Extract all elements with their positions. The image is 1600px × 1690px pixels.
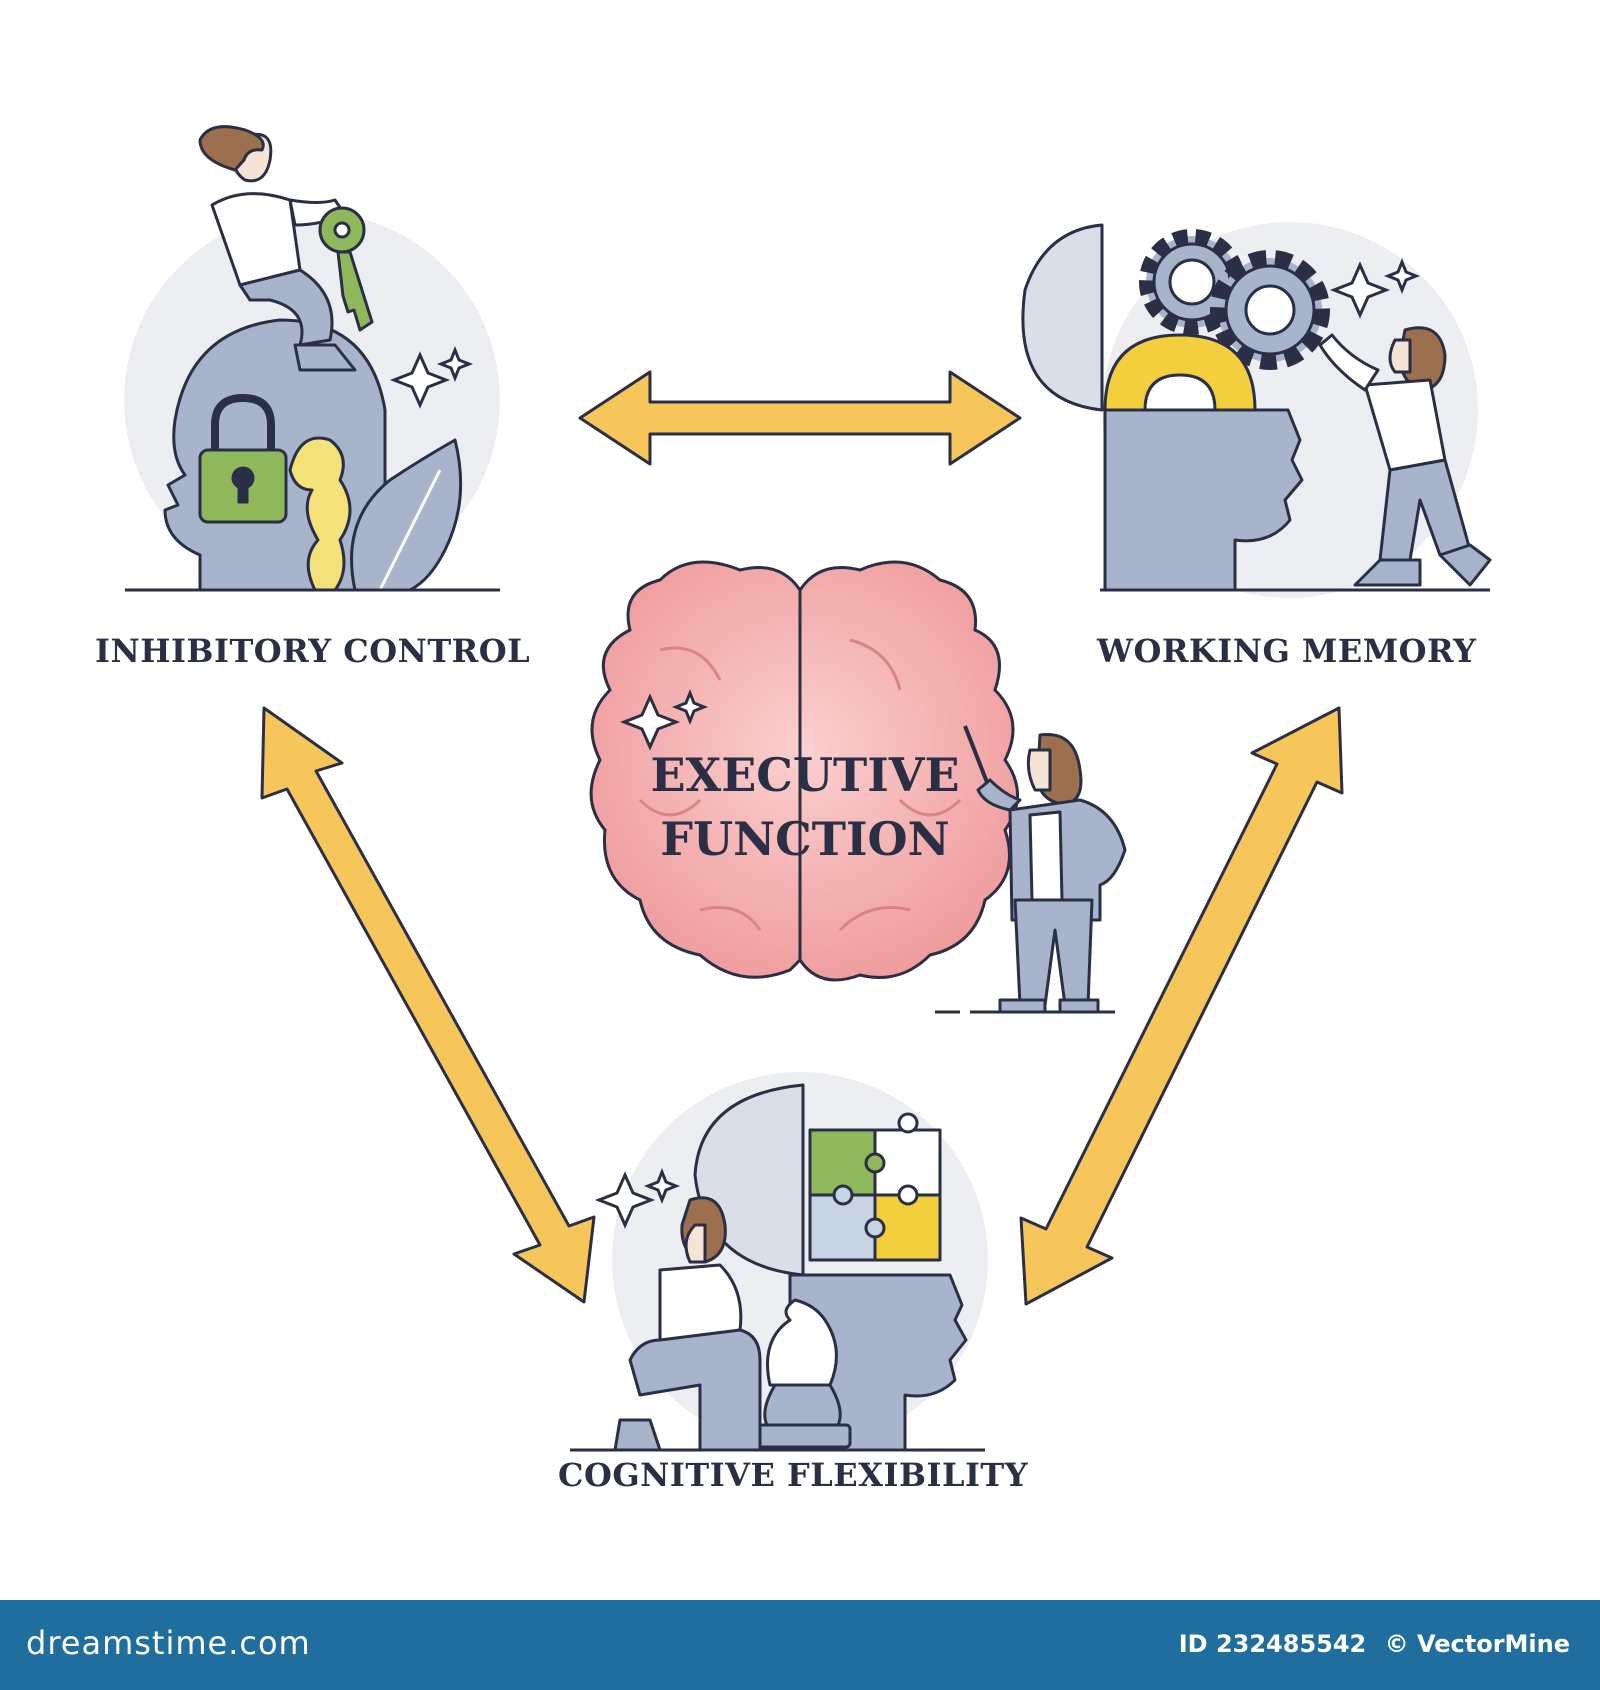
center-title-line1: EXECUTIVE [650,748,960,802]
sparkle-icon [594,1167,681,1229]
head-gears-icon [1021,223,1490,592]
arrow-inhibitory-memory [578,370,1022,466]
label-cognitive-flexibility: COGNITIVE FLEXIBILITY [558,1456,1029,1494]
sparkle-icon [389,345,474,409]
center-title-line2: FUNCTION [660,812,950,866]
person-with-key [198,125,374,372]
person-reaching-gears [1318,326,1492,587]
footer-id-text: ID 232485542 [1178,1630,1367,1658]
sparkle-icon [619,688,709,751]
gear-icon-blue [1210,250,1330,370]
executive-function-diagram [124,125,1492,1452]
arrow-inhibitory-flexibility [260,706,596,1304]
footer-bar: dreamstime.com ID 232485542 © VectorMine [0,1600,1600,1690]
footer-image-id: ID 232485542 © VectorMine [1169,1630,1570,1658]
footer-brand[interactable]: dreamstime.com [26,1624,311,1662]
arrow-memory-flexibility [1019,706,1344,1306]
footer-credit: © VectorMine [1384,1630,1570,1658]
head-puzzle-icon [570,1083,985,1452]
sparkle-icon [1329,257,1421,319]
gear-icon-yellow [1103,333,1257,412]
person-thinking [613,1196,762,1452]
head-lock-icon [125,318,500,592]
brain-icon [589,560,1019,982]
person-presenter [935,725,1127,1014]
label-working-memory: WORKING MEMORY [1097,632,1477,670]
chess-knight-icon [753,1298,852,1449]
label-inhibitory-control: INHIBITORY CONTROL [95,632,531,670]
